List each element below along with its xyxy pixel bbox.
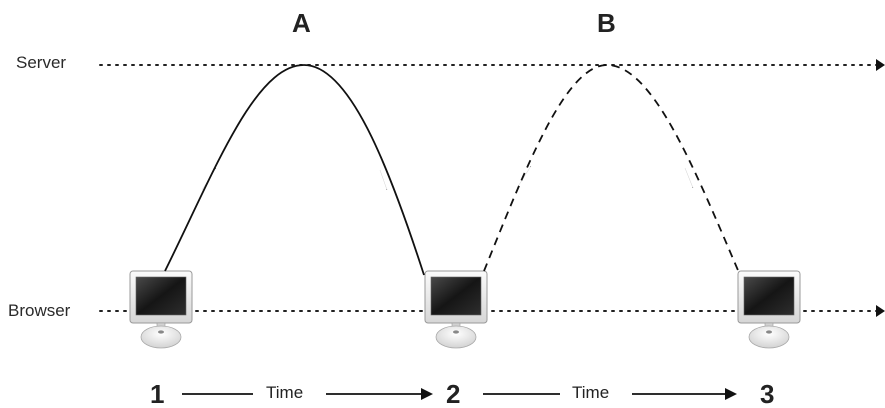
computer-icon — [129, 270, 193, 349]
step-1-label: 1 — [150, 379, 165, 408]
browser-lane-label: Browser — [8, 301, 71, 320]
server-timeline-arrowhead — [876, 59, 885, 71]
server-lane-label: Server — [16, 53, 67, 72]
computer-icon — [424, 270, 488, 349]
request-arrow-b — [516, 165, 532, 189]
time-arrow-2-head — [725, 388, 737, 400]
response-arrow-b — [684, 167, 694, 189]
phase-b-label: B — [597, 8, 616, 38]
phase-a-label: A — [292, 8, 311, 38]
request-response-curve-a — [164, 64, 425, 276]
step-2-label: 2 — [446, 379, 461, 408]
step-3-label: 3 — [760, 379, 775, 408]
time-label-1: Time — [266, 383, 304, 402]
request-response-curve-b — [483, 64, 741, 276]
request-arrow-a — [201, 167, 217, 191]
time-label-2: Time — [572, 383, 610, 402]
response-arrow-a — [379, 169, 388, 191]
browser-timeline-arrowhead — [876, 305, 885, 317]
time-arrow-1-head — [421, 388, 433, 400]
computer-icon — [737, 270, 801, 349]
